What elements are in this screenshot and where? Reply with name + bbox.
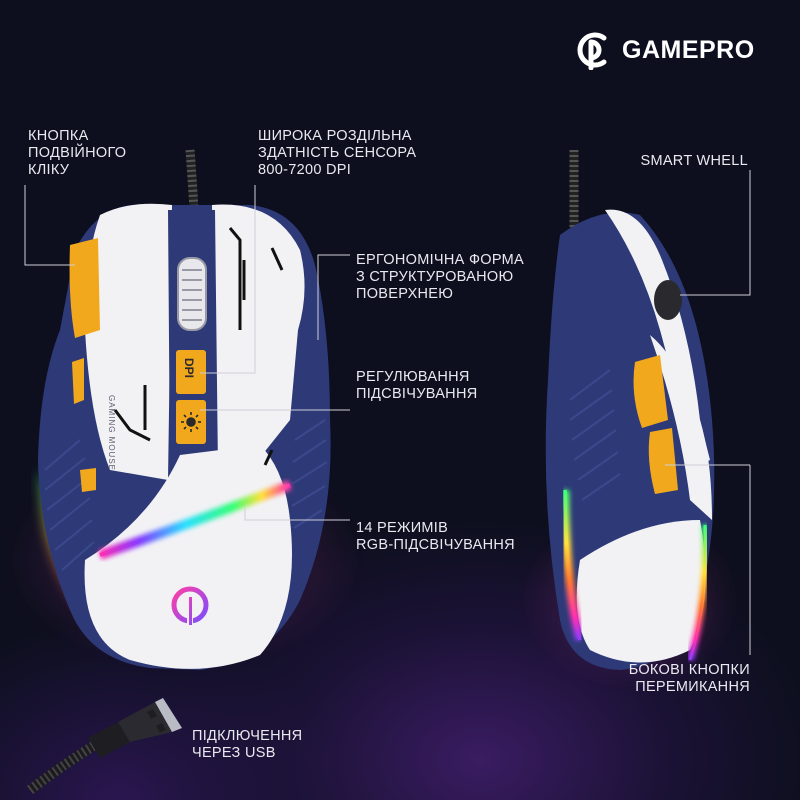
callout-side-buttons: БОКОВІ КНОПКИ ПЕРЕМИКАННЯ [628, 662, 750, 695]
vent-stripes [199, 485, 241, 505]
callout-rgb-modes: 14 РЕЖИМІВ RGB-ПІДСВІЧУВАННЯ [356, 520, 515, 553]
dpi-button-label: DPI [182, 358, 196, 379]
scroll-wheel [177, 257, 207, 331]
callout-leader-lines [24, 170, 751, 655]
mouse-logo-icon [171, 586, 209, 625]
brand-lockup: GAMEPRO [574, 30, 755, 70]
usb-connector [27, 698, 182, 795]
callout-backlight: РЕГУЛЮВАННЯ ПІДСВІЧУВАННЯ [356, 369, 478, 402]
callout-double-click: КНОПКА ПОДВІЙНОГО КЛІКУ [28, 128, 127, 178]
double-click-button [69, 238, 100, 338]
callout-smart-wheel: SMART WHELL [640, 153, 748, 169]
smart-wheel [654, 280, 682, 320]
brand-name: GAMEPRO [622, 35, 755, 64]
mouse-side-view [520, 150, 740, 690]
mouse-front-view [5, 149, 365, 670]
callout-ergonomic: ЕРГОНОМІЧНА ФОРМА З СТРУКТУРОВАНОЮ ПОВЕР… [356, 252, 525, 302]
sun-icon [181, 412, 201, 432]
dpi-button [176, 350, 206, 394]
gamepro-logo-icon [577, 32, 607, 70]
mouse-side-text: GAMING MOUSE [107, 395, 116, 472]
callout-sensor: ШИРОКА РОЗДІЛЬНА ЗДАТНІСТЬ СЕНСОРА 800-7… [258, 128, 417, 178]
side-button-forward [633, 355, 668, 428]
side-button-back [648, 428, 678, 494]
callout-usb: ПІДКЛЮЧЕННЯ ЧЕРЕЗ USB [192, 728, 303, 761]
